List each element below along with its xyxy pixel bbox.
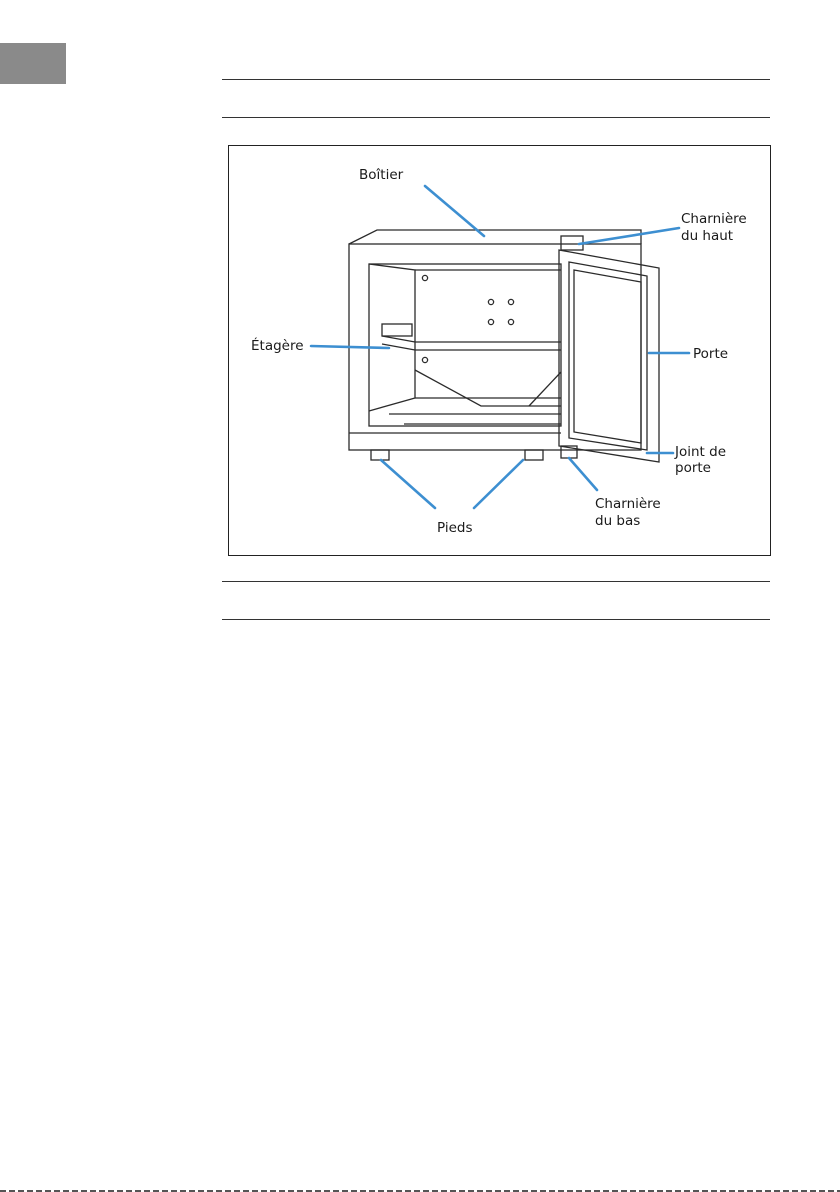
label-porte: Porte: [693, 346, 728, 362]
leader-pied-droit: [474, 460, 523, 508]
label-joint-2: porte: [675, 460, 711, 476]
language-tab: [0, 43, 66, 84]
leader-pied-gauche: [381, 460, 435, 508]
label-etagere: Étagère: [251, 337, 304, 354]
section-rule-bottom: [222, 581, 770, 582]
label-pieds: Pieds: [437, 520, 473, 536]
fridge-drawing: [349, 230, 659, 462]
leader-etagere: [311, 346, 389, 348]
label-charniere-bas-1: Charnière: [595, 496, 661, 512]
section-rule-top: [222, 79, 770, 80]
section-rule-bottom-bottom: [222, 619, 770, 620]
fridge-diagram-frame: Boîtier Charnière du haut Étagère Porte …: [228, 145, 771, 556]
fridge-diagram: Boîtier Charnière du haut Étagère Porte …: [229, 146, 772, 557]
leader-boitier: [425, 186, 484, 236]
label-boitier: Boîtier: [359, 167, 404, 183]
label-charniere-haut-1: Charnière: [681, 211, 747, 227]
leader-charniere-bas: [569, 458, 597, 490]
label-charniere-haut-2: du haut: [681, 228, 733, 244]
label-joint-1: Joint de: [674, 444, 726, 460]
label-charniere-bas-2: du bas: [595, 513, 640, 529]
section-rule-top-bottom: [222, 117, 770, 118]
